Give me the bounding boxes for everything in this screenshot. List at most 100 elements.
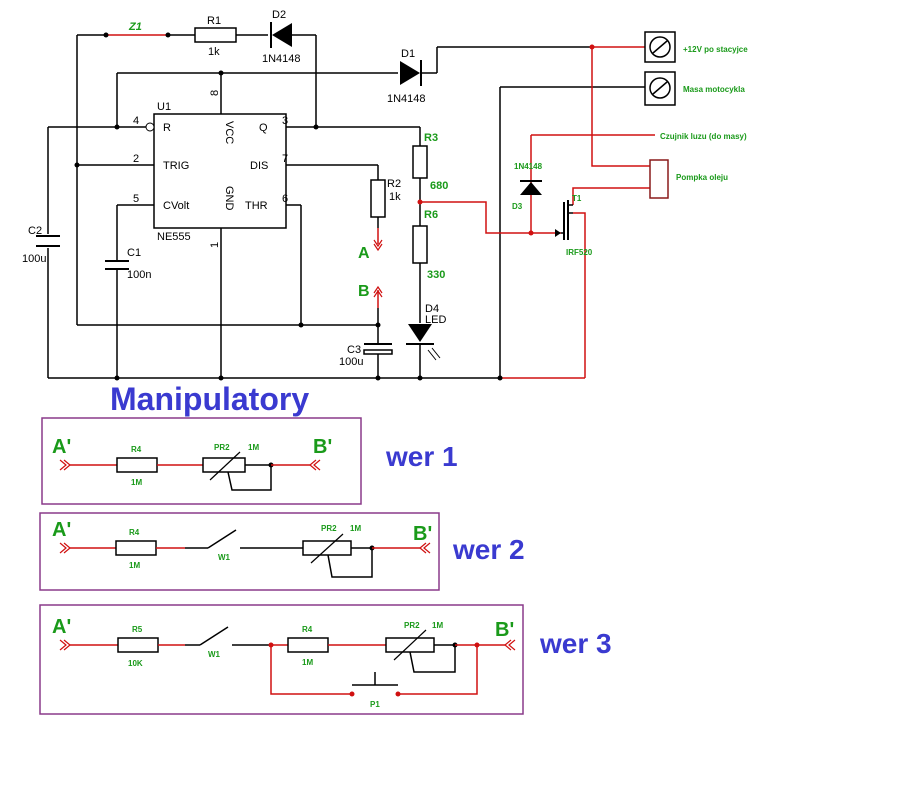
v1-b-label: B' — [313, 436, 332, 458]
terminal-a-arrow — [373, 239, 383, 252]
v3-r4-resistor — [287, 637, 329, 653]
c1-value: 100n — [127, 269, 151, 281]
r3-resistor — [412, 145, 428, 179]
r1-value: 1k — [208, 46, 220, 58]
manipulatory-title: Manipulatory — [110, 381, 309, 417]
d4-led — [406, 324, 441, 361]
v3-p1-label: P1 — [370, 700, 380, 709]
connector-12v-label: +12V po stacyjce — [683, 45, 748, 54]
t1-value: IRF520 — [566, 248, 593, 257]
connector-ground-label: Masa motocykla — [683, 85, 745, 94]
pin8-number: 8 — [209, 90, 221, 96]
pump-box — [649, 159, 669, 199]
v3-r4-value: 1M — [302, 658, 313, 667]
v2-w1-label: W1 — [218, 553, 231, 562]
variant-2 — [39, 512, 440, 591]
r6-label: R6 — [424, 209, 438, 221]
v1-pr2-label: PR2 — [214, 443, 230, 452]
v1-a-label: A' — [52, 436, 71, 458]
terminal-a-label: A — [358, 245, 370, 262]
v3-title: wer 3 — [539, 628, 612, 659]
variant-3-frame — [39, 604, 524, 715]
v3-r5-value: 10K — [128, 659, 143, 668]
ic-name: NE555 — [157, 231, 191, 243]
pin-gnd-label: GND — [223, 186, 235, 211]
junctions — [74, 32, 595, 381]
v3-r5-resistor — [117, 637, 159, 653]
v2-pr2-value: 1M — [350, 524, 361, 533]
variant-1-frame — [41, 417, 362, 505]
v1-title: wer 1 — [385, 441, 458, 472]
z1-label: Z1 — [128, 21, 142, 33]
pin-r-label: R — [163, 122, 171, 134]
pin-q-label: Q — [259, 122, 268, 134]
v3-r4-label: R4 — [302, 625, 313, 634]
v1-r4-label: R4 — [131, 445, 142, 454]
r6-resistor — [412, 225, 428, 264]
d1-diode — [400, 60, 422, 86]
pin2-number: 2 — [133, 153, 139, 165]
d3-diode — [520, 180, 542, 195]
d3-label: D3 — [512, 202, 523, 211]
terminal-b-arrow — [373, 285, 383, 298]
d2-diode — [270, 22, 292, 48]
v2-r4-resistor — [115, 540, 157, 556]
pin6-number: 6 — [282, 193, 288, 205]
pin7-number: 7 — [282, 153, 288, 165]
d2-label: D2 — [272, 9, 286, 21]
v2-pr2-label: PR2 — [321, 524, 337, 533]
v1-pr2-value: 1M — [248, 443, 259, 452]
v2-w1-switch — [207, 529, 237, 549]
pin-dis-label: DIS — [250, 160, 268, 172]
main-wiring — [47, 34, 655, 379]
d2-value: 1N4148 — [262, 53, 301, 65]
r2-resistor — [370, 179, 386, 218]
v2-r4-value: 1M — [129, 561, 140, 570]
pin-cvolt-label: CVolt — [163, 200, 189, 212]
v3-pr2-label: PR2 — [404, 621, 420, 630]
c3-capacitor — [363, 343, 393, 355]
ne555-chip — [153, 113, 287, 229]
variant-3 — [39, 604, 524, 715]
v1-r4-resistor — [116, 457, 158, 473]
d1-label: D1 — [401, 48, 415, 60]
pompka-label: Pompka oleju — [676, 173, 728, 182]
d3-value: 1N4148 — [514, 162, 543, 171]
v2-b-label: B' — [413, 523, 432, 545]
pin-thr-label: THR — [245, 200, 268, 212]
r2-value: 1k — [389, 191, 401, 203]
v1-r4-value: 1M — [131, 478, 142, 487]
r6-value: 330 — [427, 269, 445, 281]
pin1-number: 1 — [209, 242, 221, 248]
t1-label: T1 — [572, 194, 582, 203]
r3-label: R3 — [424, 132, 438, 144]
u1-label: U1 — [157, 101, 171, 113]
connector-12v — [644, 31, 676, 63]
v3-w1-switch — [199, 626, 229, 646]
pin4-number: 4 — [133, 115, 139, 127]
pin5-number: 5 — [133, 193, 139, 205]
terminal-b-label: B — [358, 283, 370, 300]
v3-pr2-value: 1M — [432, 621, 443, 630]
connector-ground — [644, 71, 676, 106]
c3-value: 100u — [339, 356, 363, 368]
v3-w1-label: W1 — [208, 650, 221, 659]
c2-capacitor — [36, 235, 60, 247]
reset-bubble — [145, 122, 155, 132]
variant-2-frame — [39, 512, 440, 591]
c3-label: C3 — [347, 344, 361, 356]
c1-capacitor — [105, 260, 129, 270]
v3-a-label: A' — [52, 616, 71, 638]
v2-r4-label: R4 — [129, 528, 140, 537]
c1-label: C1 — [127, 247, 141, 259]
v1-pr2-potentiometer — [202, 457, 246, 473]
r2-label: R2 — [387, 178, 401, 190]
v3-r5-label: R5 — [132, 625, 143, 634]
d1-value: 1N4148 — [387, 93, 426, 105]
r1-resistor — [194, 27, 237, 43]
t1-mosfet — [555, 200, 573, 240]
czujnik-label: Czujnik luzu (do masy) — [660, 132, 747, 141]
d4-label: D4 — [425, 303, 439, 315]
v2-title: wer 2 — [452, 534, 525, 565]
